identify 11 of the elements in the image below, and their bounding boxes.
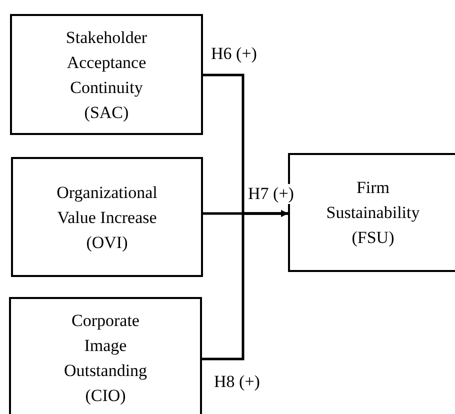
connector-arrow (202, 210, 288, 360)
edge-label: H8 (+) (213, 372, 261, 392)
construct-label: Organizational Value Increase (OVI) (56, 182, 158, 254)
construct-label: Corporate Image Outstanding (CIO) (64, 310, 148, 407)
construct-label: Stakeholder Acceptance Continuity (SAC) (66, 26, 148, 124)
construct-box (9, 297, 202, 414)
edge-label: H7 (+) (247, 184, 295, 204)
edge-label: H6 (+) (210, 44, 258, 64)
construct-label: Firm Sustainability (FSU) (326, 177, 420, 249)
construct-box (11, 157, 203, 277)
construct-box (10, 14, 203, 135)
